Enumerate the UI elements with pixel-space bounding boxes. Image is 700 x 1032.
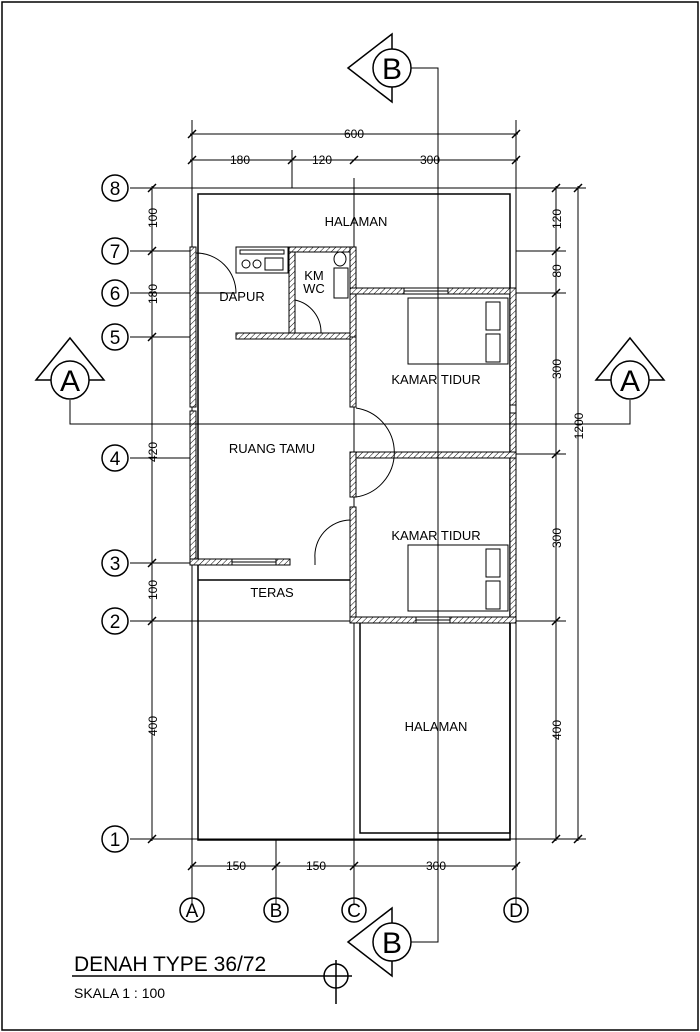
axis-label-a: A — [186, 901, 199, 922]
toilet — [333, 251, 349, 299]
dim-top-2: 120 — [312, 153, 332, 167]
grid-lines — [130, 120, 586, 905]
dim-bottom-1: 150 — [226, 859, 246, 873]
room-label-halaman-top: HALAMAN — [325, 214, 388, 229]
doors — [195, 252, 395, 565]
axis-bubble-b — [263, 897, 289, 923]
section-label-b-top: B — [382, 53, 402, 86]
dim-bottom-3: 300 — [426, 859, 446, 873]
row-axis-markers: 8 7 6 5 4 3 2 1 — [101, 174, 129, 853]
section-label-a-left: A — [60, 365, 80, 398]
section-marker-b-bottom: B — [346, 906, 412, 978]
axis-bubble-7 — [101, 237, 129, 265]
axis-bubble-1 — [101, 825, 129, 853]
room-label-wc: WC — [303, 281, 325, 296]
drawing-scale: SKALA 1 : 100 — [74, 985, 165, 1001]
room-label-km: KM — [304, 268, 324, 283]
bed-1 — [407, 297, 509, 365]
axis-label-5: 5 — [110, 328, 121, 349]
dim-right-300-b: 300 — [550, 528, 564, 548]
section-marker-b-top: B — [346, 32, 412, 104]
section-cut-lines — [69, 67, 631, 943]
room-label-halaman-bottom: HALAMAN — [405, 719, 468, 734]
dim-right-80: 80 — [550, 264, 564, 278]
axis-label-b: B — [270, 901, 283, 922]
drawing-title: DENAH TYPE 36/72 — [74, 953, 266, 976]
axis-bubble-5 — [101, 323, 129, 351]
axis-bubble-8 — [101, 174, 129, 202]
dim-left-400: 400 — [146, 716, 160, 736]
kitchen-counter — [235, 246, 289, 274]
dim-left-420: 420 — [146, 442, 160, 462]
axis-label-c: C — [347, 901, 361, 922]
dim-right-120: 120 — [550, 209, 564, 229]
bed-2 — [407, 544, 509, 612]
axis-bubble-3 — [101, 549, 129, 577]
dim-bottom-2: 150 — [306, 859, 326, 873]
dim-left-100-top: 100 — [146, 208, 160, 228]
axis-bubble-a — [179, 897, 205, 923]
room-label-ruang-tamu: RUANG TAMU — [229, 441, 315, 456]
room-label-dapur: DAPUR — [219, 289, 265, 304]
dim-top-total: 600 — [344, 127, 364, 141]
axis-label-8: 8 — [110, 179, 121, 200]
title-block: DENAH TYPE 36/72 SKALA 1 : 100 — [72, 953, 352, 1004]
axis-bubble-2 — [101, 607, 129, 635]
section-label-b-bottom: B — [382, 927, 402, 960]
axis-label-7: 7 — [110, 242, 121, 263]
dim-top-1: 180 — [230, 153, 250, 167]
column-axis-markers: A B C D — [179, 897, 529, 923]
dim-left-100-bottom: 100 — [146, 580, 160, 600]
section-marker-a-right: A — [594, 336, 666, 400]
axis-bubble-4 — [101, 444, 129, 472]
axis-bubble-d — [503, 897, 529, 923]
axis-label-3: 3 — [110, 554, 121, 575]
axis-label-d: D — [509, 901, 523, 922]
dimension-texts: 600 180 120 300 150 150 300 100 180 420 … — [146, 127, 586, 873]
axis-label-2: 2 — [110, 612, 121, 633]
dim-left-180: 180 — [146, 284, 160, 304]
dim-right-1200: 1200 — [572, 412, 586, 439]
section-label-a-right: A — [620, 365, 640, 398]
dim-right-400: 400 — [550, 720, 564, 740]
axis-label-4: 4 — [110, 449, 121, 470]
room-label-kamar-tidur-1: KAMAR TIDUR — [391, 372, 480, 387]
room-label-teras: TERAS — [250, 585, 294, 600]
dim-right-300-a: 300 — [550, 359, 564, 379]
axis-bubble-c — [341, 897, 367, 923]
dimension-lines — [147, 129, 583, 871]
axis-label-1: 1 — [110, 830, 121, 851]
windows — [231, 287, 517, 624]
dim-top-3: 300 — [420, 153, 440, 167]
room-labels: HALAMAN DAPUR KM WC KAMAR TIDUR RUANG TA… — [219, 214, 480, 734]
room-label-kamar-tidur-2: KAMAR TIDUR — [391, 528, 480, 543]
axis-bubble-6 — [101, 279, 129, 307]
axis-label-6: 6 — [110, 284, 121, 305]
section-marker-a-left: A — [34, 336, 106, 400]
